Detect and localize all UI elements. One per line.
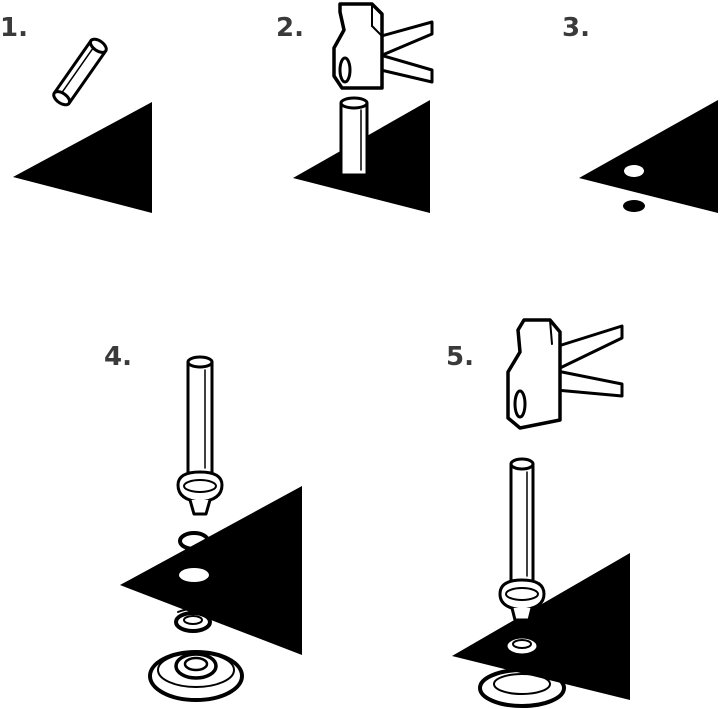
step-4-number: 4.: [104, 342, 132, 372]
punch-tube-icon: [339, 96, 369, 177]
triangle-material: [579, 100, 718, 213]
setter-tool-icon: [176, 355, 224, 516]
eyelet-icon: [504, 635, 540, 657]
eyelet-icon: [174, 608, 212, 633]
step-1-number: 1.: [0, 13, 28, 43]
step-5-illustration: [452, 318, 630, 708]
step-2-number: 2.: [276, 13, 304, 43]
step-2-illustration: [293, 2, 434, 213]
triangle-material: [452, 553, 630, 700]
punched-hole-icon: [624, 165, 644, 177]
punched-hole-icon: [179, 568, 209, 582]
punched-disc-icon: [623, 200, 645, 212]
step-1-illustration: [13, 37, 152, 213]
hammer-icon: [332, 2, 434, 90]
step-3-number: 3.: [562, 13, 590, 43]
punch-tube-icon: [52, 37, 108, 107]
step-3-illustration: [579, 100, 718, 213]
triangle-material: [120, 486, 302, 655]
triangle-material: [13, 102, 152, 213]
step-4-illustration: [120, 355, 302, 702]
anvil-base-icon: [148, 650, 244, 702]
step-5-number: 5.: [446, 342, 474, 372]
setter-tool-icon: [498, 457, 546, 622]
hammer-icon: [506, 318, 624, 430]
